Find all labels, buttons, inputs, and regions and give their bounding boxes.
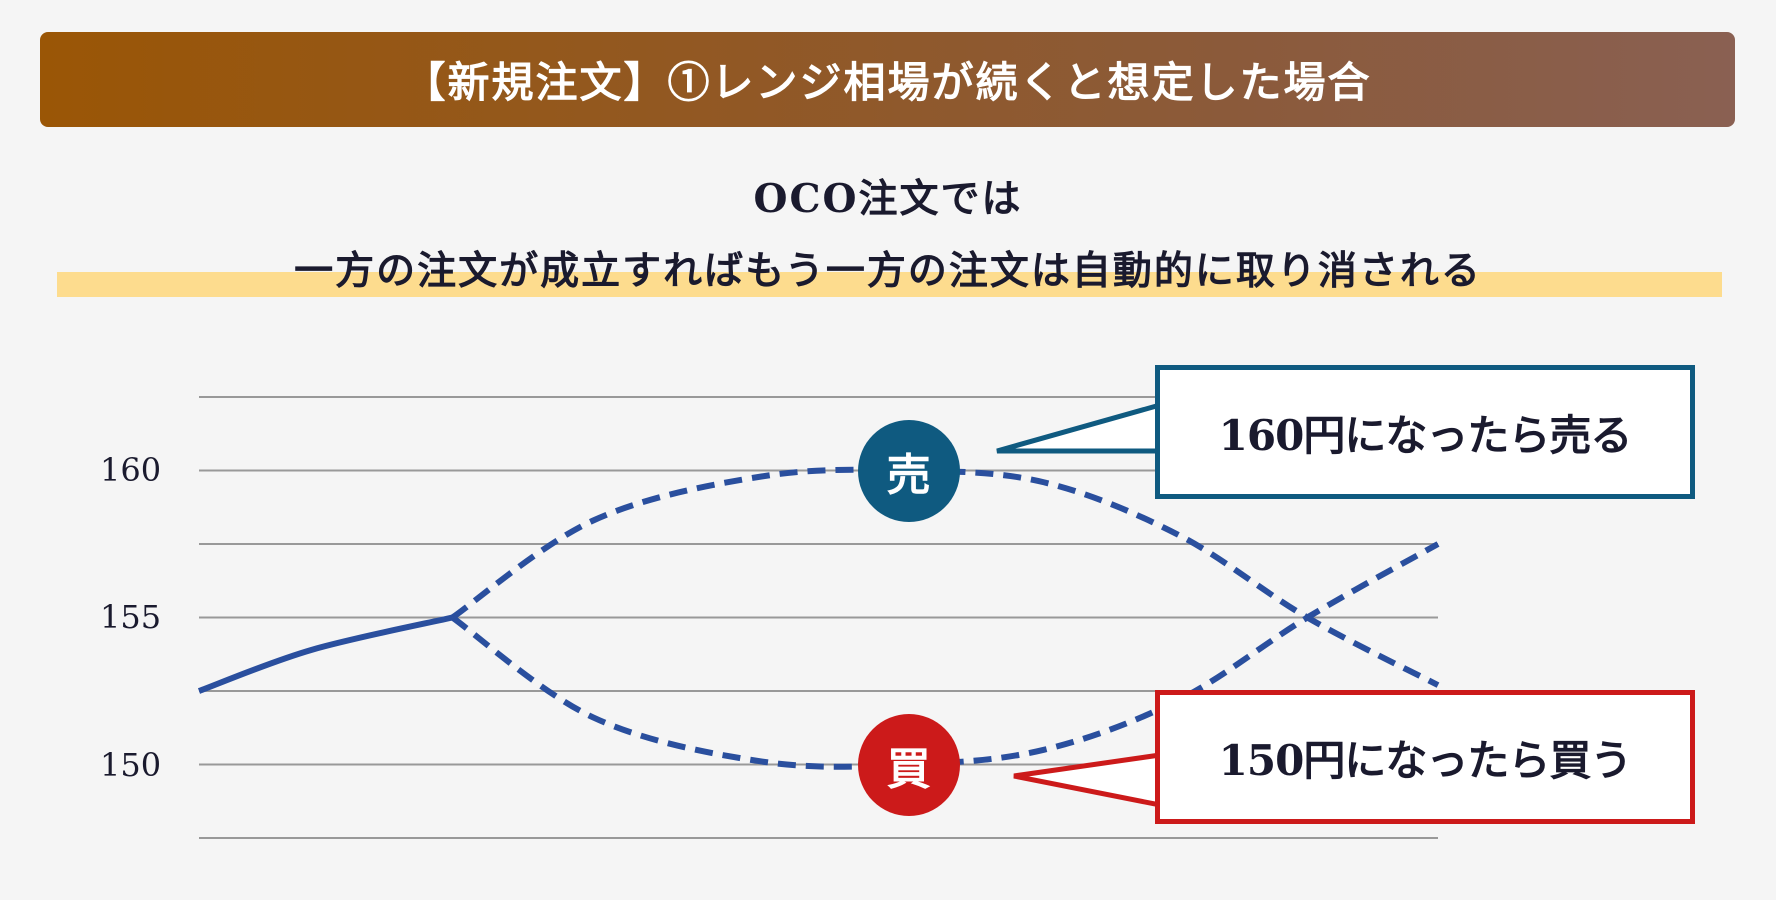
sell-callout-text: 160円になったら売る: [1218, 410, 1633, 460]
y-tick-160: 160: [100, 451, 162, 489]
buy-callout: 150円になったら買う: [1155, 690, 1695, 824]
header-banner: 【新規注文】①レンジ相場が続くと想定した場合: [40, 32, 1735, 127]
sell-callout-pointer: [996, 401, 1163, 454]
highlight-band: [57, 272, 1722, 297]
subtitle-line2: 一方の注文が成立すればもう一方の注文は自動的に取り消される: [294, 248, 1482, 294]
series-actual: [197, 614, 454, 694]
buy-callout-pointer: [1013, 752, 1163, 809]
buy-marker: 買: [857, 713, 960, 816]
series-buy-scenario: [450, 541, 1440, 770]
subtitle-line1: OCO注文では: [753, 176, 1023, 222]
header-title: 【新規注文】①レンジ相場が続くと想定した場合: [403, 58, 1372, 107]
y-tick-155: 155: [100, 598, 162, 636]
sell-callout: 160円になったら売る: [1155, 365, 1695, 499]
series-sell-scenario: [450, 466, 1440, 688]
buy-callout-text: 150円になったら買う: [1218, 735, 1633, 785]
y-tick-150: 150: [100, 746, 162, 784]
sell-marker: 売: [857, 419, 960, 522]
